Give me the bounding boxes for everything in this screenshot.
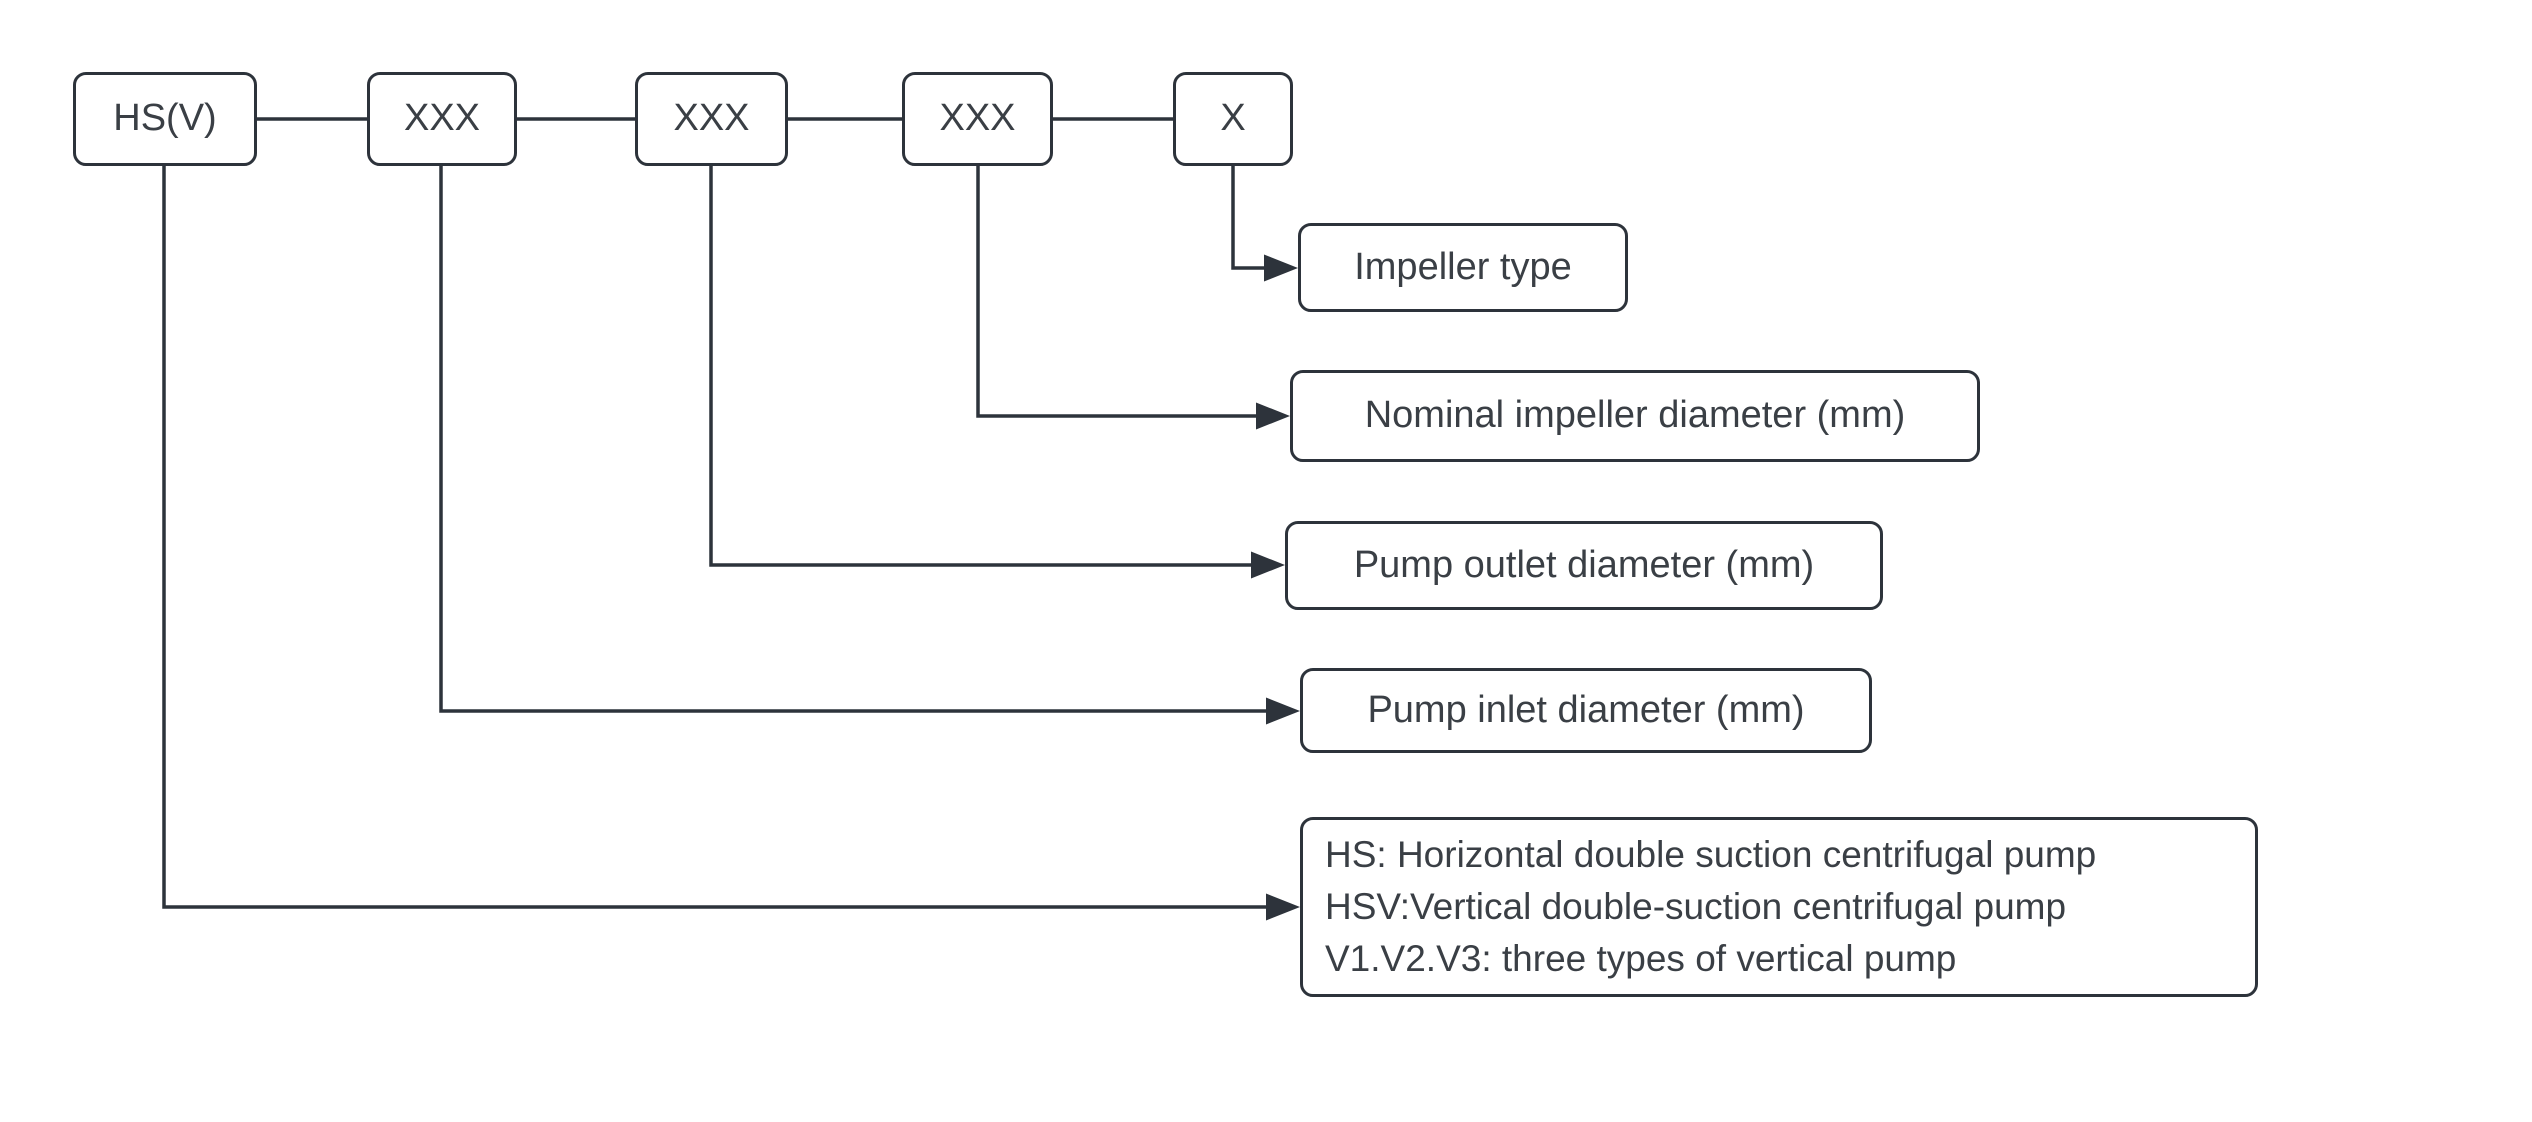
arrowhead-nominal-impeller-diameter-icon [1256, 402, 1290, 430]
impeller-type-label: Impeller type [1354, 245, 1572, 288]
arrowhead-pump-outlet-diameter-icon [1251, 551, 1285, 579]
label-box-model-prefix-legend: HS: Horizontal double suction centrifuga… [1300, 817, 2258, 997]
connector-pump-inlet-diameter [439, 166, 1266, 713]
code-box-xxx-3-label: XXX [939, 97, 1016, 140]
code-box-xxx-2: XXX [635, 72, 788, 166]
code-box-x-label: X [1220, 97, 1246, 140]
connector-nominal-impeller-diameter [976, 166, 1256, 418]
pump-inlet-diameter-label: Pump inlet diameter (mm) [1367, 688, 1805, 731]
label-box-nominal-impeller-diameter: Nominal impeller diameter (mm) [1290, 370, 1980, 462]
code-box-xxx-1-label: XXX [403, 97, 481, 140]
model-prefix-line-hs: HS: Horizontal double suction centrifuga… [1325, 834, 2097, 875]
connector-model-prefix [162, 166, 1266, 909]
code-box-xxx-2-label: XXX [673, 97, 750, 140]
code-box-hsv: HS(V) [73, 72, 257, 166]
connector-impeller-type [1231, 166, 1264, 270]
nominal-impeller-diameter-label: Nominal impeller diameter (mm) [1364, 394, 1906, 437]
code-box-xxx-3: XXX [902, 72, 1053, 166]
label-box-impeller-type: Impeller type [1298, 223, 1628, 312]
arrowhead-pump-inlet-diameter-icon [1266, 697, 1300, 725]
code-box-x: X [1173, 72, 1293, 166]
model-prefix-line-v123: V1.V2.V3: three types of vertical pump [1325, 938, 1957, 979]
arrowhead-model-prefix-icon [1266, 893, 1300, 921]
label-box-pump-inlet-diameter: Pump inlet diameter (mm) [1300, 668, 1872, 753]
connector-pump-outlet-diameter [709, 166, 1251, 567]
pump-outlet-diameter-label: Pump outlet diameter (mm) [1353, 543, 1815, 586]
label-box-pump-outlet-diameter: Pump outlet diameter (mm) [1285, 521, 1883, 610]
arrowhead-impeller-type-icon [1264, 254, 1298, 282]
code-box-xxx-1: XXX [367, 72, 517, 166]
model-prefix-line-hsv: HSV:Vertical double-suction centrifugal … [1325, 886, 2067, 927]
code-box-hsv-label: HS(V) [113, 97, 217, 140]
